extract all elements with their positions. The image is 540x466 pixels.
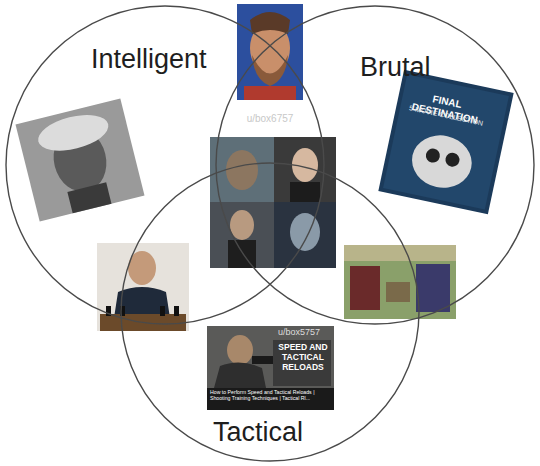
image-text: How to Perform Speed and Tactical Reload… — [210, 390, 331, 402]
portrait-photo — [16, 98, 145, 221]
photo-grid — [210, 137, 336, 268]
circle-line — [121, 163, 419, 461]
venn-circle: Brutal — [215, 5, 535, 325]
circle-outline — [120, 162, 420, 462]
circle-line — [6, 6, 324, 324]
venn-circle: Tactical — [120, 162, 420, 462]
movie-cover — [378, 70, 513, 215]
watermark: u/box5757 — [266, 327, 332, 337]
venn-circle: Intelligent — [5, 5, 325, 325]
set-label: Intelligent — [91, 45, 207, 75]
set-label: Tactical — [213, 418, 303, 448]
portrait-photo — [237, 4, 303, 100]
image-text: SPEED AND TACTICAL RELOADS — [276, 343, 330, 372]
chess-photo — [97, 243, 189, 331]
circle-line — [216, 6, 534, 324]
set-label: Brutal — [360, 53, 431, 83]
battle-painting — [344, 245, 456, 319]
video-thumbnail — [207, 326, 334, 410]
watermark: u/box6757 — [240, 113, 300, 125]
